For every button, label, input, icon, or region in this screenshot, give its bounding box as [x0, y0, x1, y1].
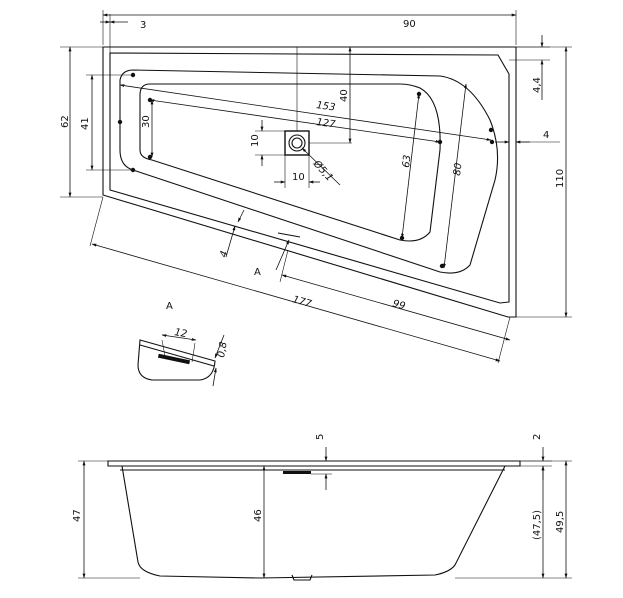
side-dim-depth-right: (47,5)	[532, 510, 543, 540]
side-overflow	[283, 471, 311, 474]
dim-rim-bottom: 4	[218, 250, 230, 259]
dim-rim-offset: 3	[140, 20, 146, 31]
dim-basin-depth-right: 63	[401, 154, 413, 168]
side-dim-height-left: 47	[72, 509, 83, 522]
dim-drain-offset-vertical: 40	[339, 89, 350, 102]
dim-diag-long: 153	[316, 100, 336, 114]
detail-title: A	[166, 301, 173, 312]
dim-height-right: 110	[555, 169, 566, 188]
dim-width-top: 90	[403, 19, 416, 30]
dim-length-total: 177	[291, 294, 313, 310]
detail-profile	[137, 339, 216, 381]
dim-diag-mid: 127	[316, 117, 337, 131]
dim-height-left-outer: 62	[60, 115, 71, 128]
detail-a: A 12 0,8	[137, 301, 230, 387]
side-dim-height-right: 49,5	[555, 511, 566, 533]
dim-drain-size-h: 10	[292, 172, 305, 183]
side-dim-rim-right: 2	[532, 434, 543, 440]
detail-dim-thickness: 0,8	[216, 341, 230, 359]
detail-overflow-slot	[157, 353, 191, 365]
side-dim-rim-top: 5	[315, 434, 326, 440]
dim-length-partial: 99	[391, 298, 406, 312]
side-view: 47 46 5 2 (47,5) 49,5	[72, 434, 572, 581]
dim-depth-right: 80	[452, 162, 464, 176]
side-rim	[107, 460, 521, 467]
dim-rim-top-right: 4,4	[532, 77, 543, 93]
side-dim-depth-center: 46	[253, 509, 264, 522]
side-body	[121, 465, 506, 579]
dim-rim-right: 4	[543, 130, 549, 141]
detail-dim-width: 12	[173, 327, 187, 340]
section-marker-a: A	[254, 267, 261, 278]
tub-outer-rim	[102, 46, 517, 318]
top-view: 3 90 62 41 30 40 153 127	[60, 10, 572, 364]
tub-basin-inner	[139, 83, 441, 242]
dim-drain-diameter: Ø5,1	[310, 157, 335, 183]
tub-inner-rim	[109, 52, 510, 304]
dim-height-left-basin: 30	[141, 115, 152, 128]
dim-drain-size-v: 10	[250, 134, 261, 147]
dim-height-left-inner: 41	[80, 117, 91, 130]
